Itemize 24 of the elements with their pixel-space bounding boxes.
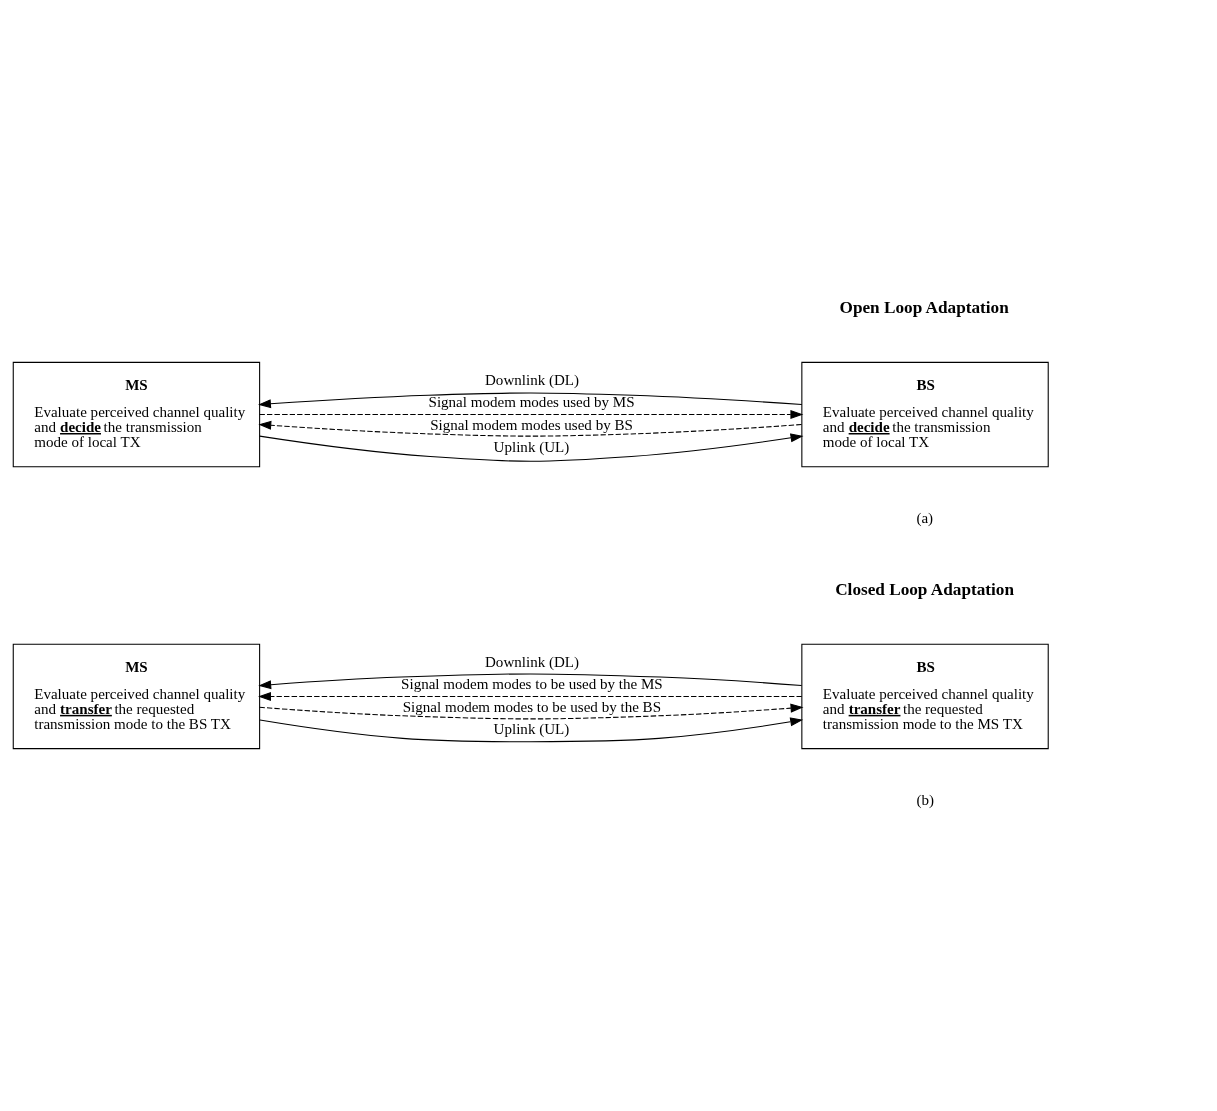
- arrow: [259, 703, 804, 720]
- edge-label: Signal modem modes used by BS: [430, 416, 633, 433]
- label: (b): [916, 792, 934, 809]
- node-box: MS Evaluate perceived channel quality and decide the transmission mode of local TX: [12, 361, 261, 468]
- label: Closed Loop Adaptation: [835, 579, 1014, 599]
- arrow: [259, 717, 804, 743]
- edge-label: Signal modem modes to be used by the MS: [401, 676, 663, 693]
- edge-label: Downlink (DL): [485, 653, 580, 670]
- edge-label: Signal modem modes used by MS: [428, 394, 635, 411]
- arrow: [258, 392, 803, 409]
- node-box: MS Evaluate perceived channel quality and transfer the requested transmission mode to the BS TX: [12, 643, 261, 750]
- label: (a): [916, 510, 934, 527]
- node-box: BS Evaluate perceived channel quality and transfer the requested transmission mode to the MS TX: [801, 643, 1049, 750]
- arrow: [258, 691, 803, 701]
- arrow: [258, 673, 803, 690]
- edge-label: Signal modem modes to be used by the BS: [402, 698, 662, 715]
- node-box: BS Evaluate perceived channel quality and decide the transmission mode of local TX: [801, 361, 1049, 468]
- arrow: [259, 410, 804, 420]
- edge-label: Uplink (UL): [493, 721, 570, 738]
- edge-label: Downlink (DL): [485, 371, 580, 388]
- label: Open Loop Adaptation: [839, 297, 1009, 317]
- edge-label: Uplink (UL): [493, 439, 570, 456]
- arrow: [258, 420, 803, 437]
- arrow: [259, 433, 804, 462]
